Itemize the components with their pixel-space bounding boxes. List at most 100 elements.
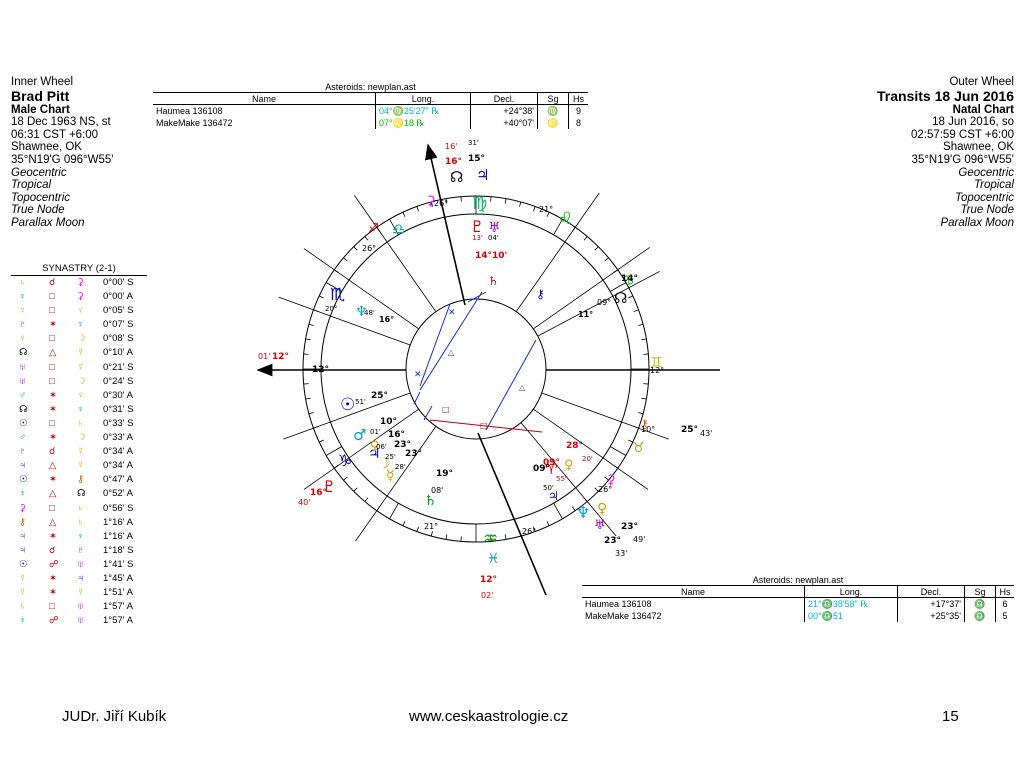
synastry-row: ☉☍♅1°41' S	[11, 558, 147, 572]
chart-glyph: ☿	[386, 468, 395, 484]
degree-tick	[553, 503, 563, 520]
outer-wheel-option: True Node	[960, 204, 1014, 217]
degree-label: 08'	[431, 486, 443, 495]
degree-tick	[319, 295, 324, 299]
synastry-row: ♇✶♆0°07' S	[11, 318, 147, 332]
synastry-planet-1: ☿	[19, 572, 27, 584]
chart-glyph: ♋	[622, 273, 635, 289]
synastry-orb: 0°34' A	[103, 446, 133, 458]
degree-label: 16°	[310, 488, 327, 498]
house-cusp	[278, 296, 411, 346]
chart-glyph: ♃	[476, 166, 489, 184]
degree-label: 12°	[480, 575, 497, 585]
degree-label: 16°	[388, 430, 405, 440]
degree-tick	[308, 412, 314, 415]
synastry-planet-2: ♆	[77, 530, 85, 542]
degree-tick	[343, 257, 348, 262]
synastry-row: ♄□♅1°57' A	[11, 600, 147, 614]
synastry-planet-1: ☉	[19, 417, 28, 429]
degree-tick	[641, 397, 647, 400]
asteroid-sign: ♍	[537, 104, 569, 117]
asteroid-long: 00°♎51	[804, 610, 898, 622]
degree-label: 09°	[543, 458, 560, 468]
footer-page-number: 15	[942, 708, 959, 725]
degree-label: 19°	[436, 469, 453, 479]
synastry-aspect: ☍	[49, 558, 59, 570]
degree-tick	[325, 446, 342, 456]
svg-text:✕: ✕	[414, 370, 422, 380]
inner-wheel-time: 06:31 CST +6:00	[11, 128, 99, 141]
synastry-row: ♅□☿0°21' S	[11, 361, 147, 375]
footer-website: www.ceskaastrologie.cz	[409, 708, 569, 725]
synastry-planet-2: ☽	[77, 375, 86, 387]
degree-label: 25'	[385, 453, 396, 461]
chart-glyph: ♃	[548, 489, 559, 503]
asteroid-decl: +24°38'	[470, 104, 538, 117]
degree-tick	[638, 412, 644, 415]
synastry-planet-2: ⚳	[77, 291, 84, 303]
synastry-row: ♃☌♇1°18' S	[11, 544, 147, 558]
synastry-orb: 0°52' A	[103, 488, 133, 500]
degree-tick	[353, 487, 358, 492]
synastry-row: ♅□☽0°24' S	[11, 375, 147, 389]
synastry-planet-1: ♀	[19, 333, 27, 345]
degree-label: 26°	[522, 527, 536, 536]
column-header: Long.	[375, 92, 471, 105]
chart-glyph: ♇	[322, 477, 336, 496]
synastry-planet-2: ☽	[77, 333, 86, 345]
svg-text:△: △	[448, 348, 455, 357]
chart-glyph: ♅	[594, 518, 606, 533]
aspect-line	[423, 405, 433, 421]
synastry-aspect: △	[49, 347, 57, 359]
degree-tick	[519, 201, 522, 207]
synastry-orb: 1°41' S	[103, 558, 134, 570]
synastry-aspect: □	[49, 291, 55, 303]
chart-glyph: ♀	[370, 439, 380, 454]
degree-tick	[305, 338, 311, 341]
synastry-planet-1: ♀	[19, 305, 27, 317]
outer-wheel-coords: 35°N19'G 096°W55'	[911, 153, 1014, 166]
synastry-planet-1: ♅	[19, 361, 27, 373]
degree-tick	[641, 338, 647, 341]
synastry-aspect: ☍	[49, 615, 59, 627]
degree-label: 20°	[325, 305, 337, 313]
degree-label: 04'	[488, 234, 499, 242]
synastry-planet-2: ♇	[77, 544, 85, 556]
inner-wheel-chart-type: Male Chart	[11, 103, 70, 116]
chart-wheel: ✕ △ ✕ □ □ △ ☊♃♍♇♅♌♎♐♏♆♄⚷☊♋♊♉⚷☉♂♑♃♀☽☿♇♄♒♓…	[256, 139, 720, 600]
degree-label: 14°10'	[475, 251, 507, 261]
synastry-aspect: □	[49, 502, 55, 514]
house-cusp	[533, 247, 650, 330]
synastry-planet-1: ⚷	[19, 516, 26, 528]
table-header-row: Name Long. Decl. Sg Hs	[582, 585, 1014, 598]
synastry-planet-2: ⚳	[77, 277, 84, 288]
degree-tick	[583, 236, 588, 241]
synastry-row: ♄☌⚳0°00' S	[11, 276, 147, 290]
degree-tick	[638, 323, 644, 326]
degree-label: 43'	[700, 429, 712, 438]
inner-wheel-info: Inner Wheel Brad Pitt Male Chart 18 Dec …	[11, 76, 113, 230]
chart-glyph: ♈	[545, 462, 558, 478]
synastry-planet-2: ♀	[77, 305, 85, 317]
asteroids-table: Name Long. Decl. Sg Hs Haumea 136108 21°…	[582, 585, 1014, 622]
synastry-row: ⚷△♄1°16' A	[11, 516, 147, 530]
degree-tick	[402, 521, 406, 526]
synastry-aspect: ✶	[49, 587, 57, 599]
synastry-row: ♀□♀0°05' S	[11, 304, 147, 318]
asteroids-table-title: Asteroids: newplan.ast	[325, 82, 416, 92]
chart-glyph: ♀	[564, 458, 574, 473]
inner-wheel-option: Parallax Moon	[11, 216, 85, 229]
synastry-rows: ♄☌⚳0°00' S♆□⚳0°00' A♀□♀0°05' S♇✶♆0°07' S…	[11, 276, 147, 628]
asteroid-name: MakeMake 136472	[153, 117, 376, 129]
inner-wheel-place: Shawnee, OK	[11, 141, 82, 154]
house-cusps	[278, 192, 669, 542]
synastry-orb: 0°10' A	[103, 347, 133, 359]
synastry-planet-1: ☊	[19, 403, 28, 415]
aspect-line	[413, 391, 421, 405]
footer-author: JUDr. Jiří Kubík	[62, 708, 167, 725]
degree-label: 55'	[556, 475, 567, 483]
synastry-aspect: ☌	[49, 277, 56, 288]
chart-glyph: ♃	[368, 446, 381, 462]
synastry-planet-1: ♃	[19, 530, 27, 542]
degree-label: 12°	[650, 366, 664, 375]
